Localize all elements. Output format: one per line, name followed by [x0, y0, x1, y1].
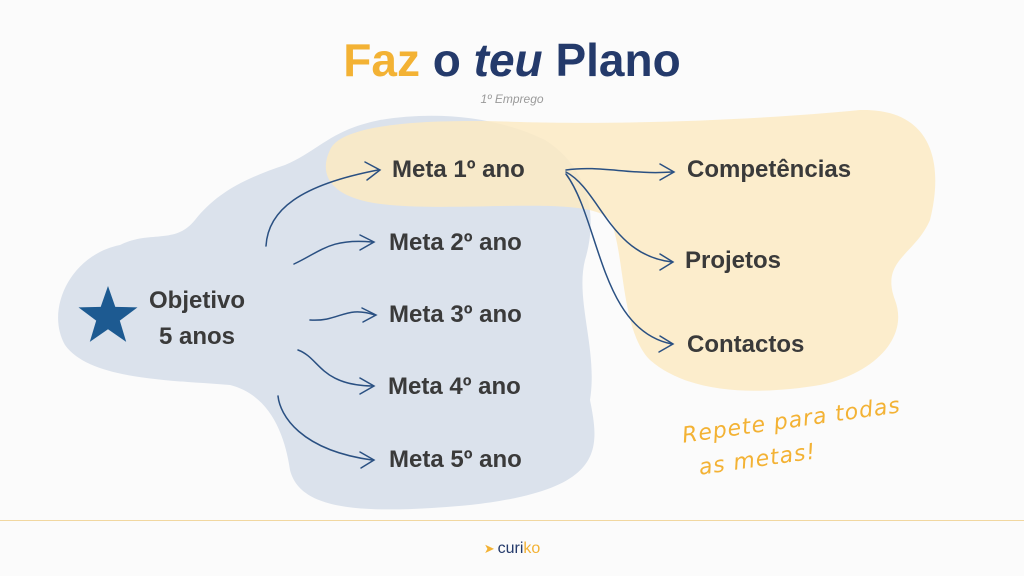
- arrows-objective-goals: [265, 161, 382, 469]
- page-title: Faz o teu Plano: [0, 32, 1024, 88]
- star-icon: [78, 286, 138, 342]
- title-word-o: o: [432, 34, 461, 86]
- arrow-head-meta-2: [359, 234, 376, 251]
- objective-node: Objetivo 5 anos: [136, 283, 258, 355]
- arrow-to-contactos: [565, 173, 673, 345]
- arrow-head-meta-4: [359, 377, 376, 395]
- arrow-to-meta-2: [293, 240, 373, 265]
- arrow-head-meta-5: [359, 451, 376, 469]
- arrow-head-competencias: [659, 163, 676, 181]
- arrow-to-meta-4: [297, 349, 373, 387]
- goal-meta-5: Meta 5º ano: [389, 446, 522, 473]
- arrow-head-contactos: [658, 335, 675, 353]
- arrows-meta1-branches: [565, 163, 676, 353]
- title-word-plano: Plano: [555, 34, 681, 86]
- objective-line-2: 5 anos: [158, 323, 236, 350]
- yellow-blob: [325, 109, 936, 391]
- goal-meta-2: Meta 2º ano: [389, 229, 522, 256]
- arrow-to-meta-3: [309, 311, 376, 321]
- arrow-head-meta-1: [364, 161, 382, 181]
- branch-projetos: Projetos: [685, 247, 782, 274]
- curiko-logo: ➤curiko: [0, 539, 1024, 559]
- blue-blob: [58, 115, 595, 510]
- goal-meta-3: Meta 3º ano: [389, 301, 522, 328]
- arrow-to-projetos: [565, 171, 673, 263]
- title-word-faz: Faz: [343, 34, 420, 86]
- paper-plane-icon: ➤: [483, 541, 495, 556]
- footer-divider: [0, 520, 1024, 521]
- arrow-head-projetos: [659, 253, 675, 271]
- arrow-to-competencias: [565, 167, 673, 174]
- arrow-to-meta-1: [265, 169, 379, 247]
- branch-competencias: Competências: [687, 156, 852, 183]
- page-subtitle: 1º Emprego: [480, 92, 544, 106]
- logo-text-ko: ko: [523, 540, 541, 557]
- arrow-to-meta-5: [277, 395, 373, 461]
- arrow-head-meta-3: [361, 307, 378, 323]
- objective-line-1: Objetivo: [148, 287, 245, 314]
- logo-text-curi: curi: [497, 540, 524, 557]
- goal-meta-1: Meta 1º ano: [392, 156, 525, 183]
- branch-contactos: Contactos: [687, 331, 805, 358]
- goal-meta-4: Meta 4º ano: [388, 373, 521, 400]
- title-word-teu: teu: [473, 34, 543, 86]
